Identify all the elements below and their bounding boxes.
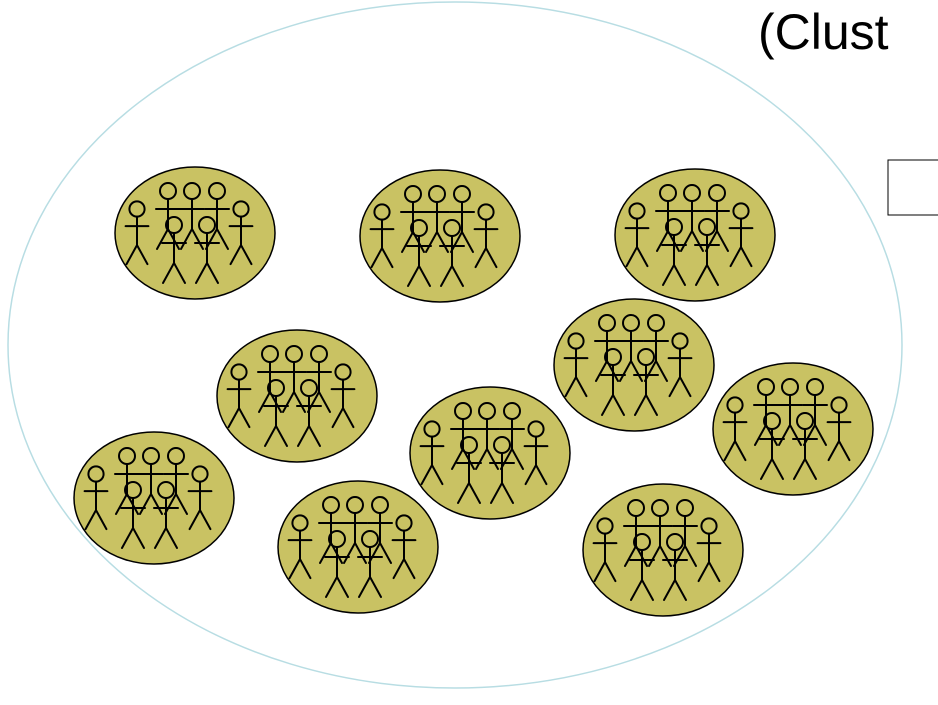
cluster-3	[615, 169, 775, 301]
cluster-7	[713, 363, 873, 495]
callout-box	[888, 160, 938, 215]
cluster-group	[74, 167, 873, 616]
cluster-2	[360, 170, 520, 302]
cluster-8	[74, 432, 234, 564]
cluster-9	[278, 481, 438, 613]
cluster-1	[115, 167, 275, 299]
cluster-10	[583, 484, 743, 616]
cluster-5	[554, 299, 714, 431]
cluster-6	[410, 387, 570, 519]
population-ellipse	[8, 2, 902, 688]
cluster-4	[217, 330, 377, 462]
